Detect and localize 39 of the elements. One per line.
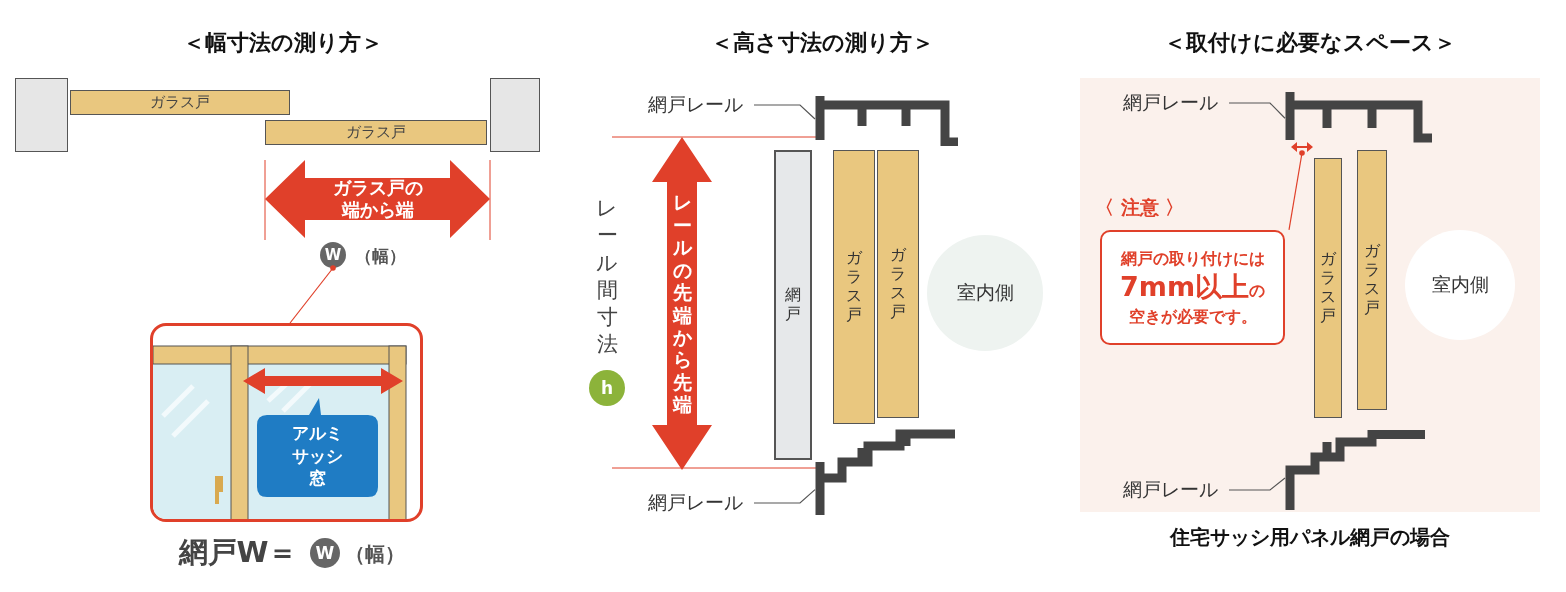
leader-line [289, 265, 336, 324]
window-inset [150, 323, 423, 522]
gap-dimension-arrow [1291, 141, 1313, 153]
leader-line [1228, 102, 1286, 119]
width-badge: W [320, 242, 346, 268]
glass-door-section: ガラス戸 [1314, 158, 1342, 418]
rail-section [1285, 430, 1425, 510]
screen-door-section: 網戸 [774, 150, 812, 460]
glass-door-bar: ガラス戸 [265, 120, 487, 145]
wall-section [490, 78, 540, 152]
rail-label: 網戸レール [636, 490, 754, 516]
indoor-side-circle: 室内側 [927, 235, 1043, 351]
width-badge: W [310, 538, 340, 568]
leader-line [753, 104, 816, 120]
width-label: （幅） [353, 244, 407, 268]
double-arrow-label: ガラス戸の端から端 [265, 160, 490, 238]
section-heading: ＜幅寸法の測り方＞ [181, 29, 384, 57]
formula-text: 網戸W＝ [177, 534, 299, 571]
rail-label: 網戸レール [636, 92, 754, 118]
width-label: （幅） [345, 540, 405, 568]
glass-door-section: ガラス戸 [877, 150, 919, 418]
section-heading: ＜高さ寸法の測り方＞ [710, 29, 935, 57]
height-badge: h [589, 370, 625, 406]
rail-label: 網戸レール [1111, 477, 1229, 503]
wall-section [15, 78, 68, 152]
section-heading: ＜取付けに必要なスペース＞ [1163, 29, 1457, 57]
note-heading: 〈 注意 〉 [1095, 195, 1186, 220]
leader-line [1228, 477, 1286, 491]
glass-door-section: ガラス戸 [1357, 150, 1387, 410]
dimension-name: レール間寸法 [595, 195, 619, 359]
rail-label: 網戸レール [1111, 90, 1229, 116]
glass-door-section: ガラス戸 [833, 150, 875, 424]
speech-bubble: アルミサッシ窓 [257, 398, 378, 497]
caption: 住宅サッシ用パネル網戸の場合 [1168, 523, 1451, 551]
note-box: 網戸の取り付けには7mm以上の空きが必要です。 [1100, 230, 1285, 345]
double-arrow-label: レールの先端から先端 [652, 137, 712, 470]
leader-line [753, 489, 816, 504]
leader-line [1288, 150, 1305, 231]
glass-door-bar: ガラス戸 [70, 90, 290, 115]
